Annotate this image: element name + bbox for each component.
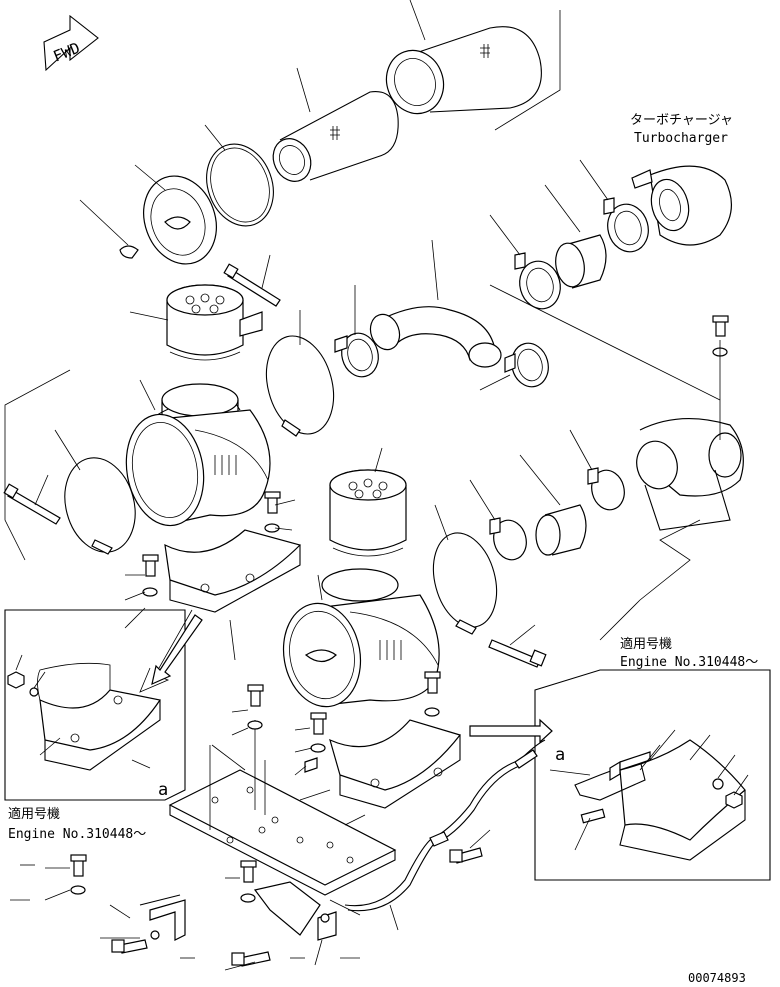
detail-marker-right: a [555,745,565,765]
hose-clamp-mid [334,285,549,391]
o-ring [204,124,274,227]
engine-note-left-serial: Engine No.310448～ [8,827,146,842]
outer-filter-element [385,0,561,131]
fwd-label: FWD [51,39,83,66]
turbo-hose-clamps [489,159,649,310]
turbocharger-label-jp: ターボチャージャ [630,113,733,128]
clamp-lower [432,504,547,668]
air-cleaner-body-upper [125,379,271,527]
fwd-arrow: FWD [43,14,99,72]
precleaner-cap-upper [129,284,263,361]
restriction-sensor-cable [329,739,546,931]
mount-bracket-upper [124,491,302,693]
end-cover [79,164,217,265]
engine-note-left-title: 適用号機 [8,806,60,822]
detail-marker-left: a [158,780,168,800]
inner-filter-element [272,67,399,182]
base-plate [168,684,397,896]
precleaner-cap-lower [329,447,407,557]
engine-note-right-title: 適用号機 [620,636,672,652]
detail-arrows [151,519,701,744]
engine-note-right-serial: Engine No.310448～ [620,655,758,670]
bolt-upper [223,254,281,307]
bolt-left [3,369,71,561]
lower-hardware [44,854,337,971]
right-intake-assembly [469,284,744,561]
detail-box-left: a 適用号機 Engine No.310448～ [4,609,186,842]
clamp-left-upper [54,310,335,555]
mount-bracket-lower [294,671,462,809]
elbow-hose [369,239,502,368]
air-cleaner-body-lower [282,568,440,708]
detail-box-right: a 適用号機 Engine No.310448～ [534,636,771,881]
turbocharger-label-en: Turbocharger [634,131,728,146]
turbocharger: ターボチャージャ Turbocharger [630,113,733,246]
leader-lines [10,864,360,959]
drawing-number: 00074893 [688,971,746,985]
